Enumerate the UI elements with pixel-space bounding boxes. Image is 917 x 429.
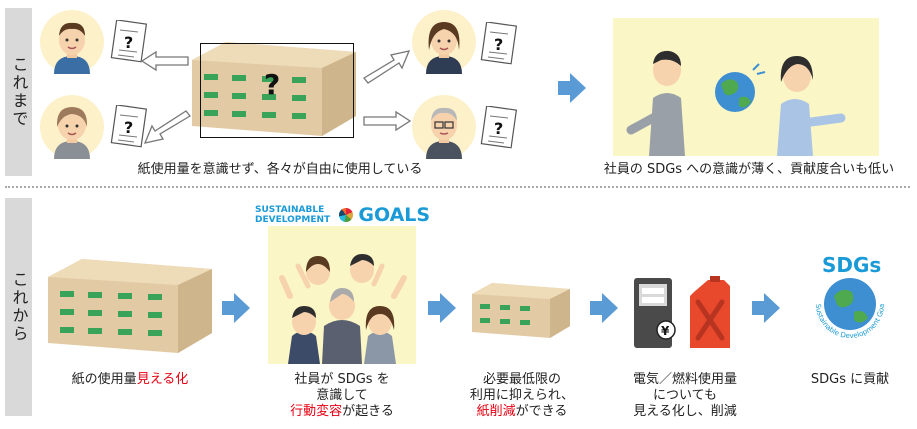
- arrow-up-right-outline-icon: [363, 50, 411, 84]
- svg-text:?: ?: [494, 35, 503, 54]
- step4-line2: についても: [653, 388, 717, 403]
- step5-line1: SDGs に貢献: [810, 372, 890, 387]
- flow-arrow-icon: [222, 293, 250, 323]
- step2-tail: が起きる: [342, 404, 394, 419]
- section-label-after: これから: [5, 198, 32, 416]
- svg-text:?: ?: [494, 119, 503, 138]
- woman-icon: [54, 107, 90, 159]
- sdgs-wheel-icon: [339, 208, 354, 222]
- section-label-before-text: これまで: [9, 56, 29, 128]
- people-ignoring-globe-illustration: [626, 50, 846, 156]
- step4-line3: 見える化し、削減: [633, 404, 737, 419]
- step1-text: 紙の使用量: [71, 372, 137, 387]
- step-caption-5: SDGs に貢献: [790, 372, 910, 388]
- step-caption-1: 紙の使用量見える化: [42, 372, 218, 388]
- employee-avatar-top-left: [40, 10, 104, 74]
- step3-highlight: 紙削減: [476, 404, 516, 419]
- step4-line1: 電気／燃料使用量: [632, 372, 737, 387]
- step3-line2: 利用に抑えられ、: [469, 388, 575, 403]
- paper-boxes-stack: [192, 42, 356, 136]
- older-man-icon: [426, 107, 462, 159]
- svg-text:?: ?: [124, 33, 133, 52]
- flow-arrow-icon: [428, 293, 456, 323]
- document-question-icon: ?: [110, 105, 148, 148]
- arrow-down-left-outline-icon: [143, 110, 191, 144]
- step-caption-2: 社員が SDGs を 意識して 行動変容が起きる: [262, 372, 422, 420]
- flow-arrow-icon: [558, 73, 586, 103]
- employees-group-illustration: [279, 254, 407, 364]
- step2-line1: 社員が SDGs を: [294, 372, 390, 387]
- question-mark: ?: [264, 68, 281, 101]
- question-frame: [200, 43, 354, 138]
- step-caption-3: 必要最低限の 利用に抑えられ、 紙削減ができる: [452, 372, 592, 420]
- employee-avatar-bottom-right: [412, 95, 476, 159]
- sdgs-goals-logo: SUSTAINABLE DEVELOPMENT GOALS: [255, 204, 430, 226]
- low-awareness-illustration: [613, 18, 879, 156]
- step1-highlight: 見える化: [136, 372, 189, 387]
- document-question-icon: ?: [480, 22, 518, 65]
- document-question-icon: ?: [480, 106, 518, 149]
- section-label-after-text: これから: [9, 271, 29, 343]
- step2-highlight: 行動変容: [290, 404, 343, 419]
- section-label-before: これまで: [5, 8, 32, 176]
- svg-text:¥: ¥: [661, 324, 670, 338]
- cheering-employees-illustration: [268, 226, 416, 364]
- sdgs-logo-line2: DEVELOPMENT: [255, 215, 331, 225]
- paper-boxes-stack: [48, 259, 212, 353]
- sdgs-logo-line1: SUSTAINABLE: [255, 205, 325, 215]
- man-icon: [54, 22, 90, 74]
- step-caption-4: 電気／燃料使用量 についても 見える化し、削減: [612, 372, 758, 420]
- arrow-right-outline-icon: [363, 110, 412, 132]
- section-divider: [5, 186, 910, 188]
- sdgs-logo-goals: GOALS: [358, 204, 431, 226]
- caption-before-right: 社員の SDGs への意識が薄く、貢献度合いも低い: [603, 162, 895, 177]
- step2-line2: 意識して: [316, 388, 368, 403]
- sdgs-globe-badge: SDGs Sustainable Development Goals: [798, 246, 886, 340]
- flow-arrow-icon: [752, 293, 780, 323]
- step3-tail: ができる: [515, 404, 568, 419]
- flow-arrow-icon: [590, 293, 618, 323]
- document-question-icon: ?: [110, 20, 148, 63]
- svg-text:?: ?: [124, 118, 133, 137]
- energy-meter-and-fuel-illustration: ¥: [634, 276, 730, 348]
- arrow-left-outline-icon: [140, 50, 189, 72]
- reduced-paper-boxes: [472, 283, 570, 338]
- svg-text:SDGs: SDGs: [822, 253, 881, 277]
- caption-before-left: 紙使用量を意識せず、各々が自由に使用している: [137, 162, 423, 177]
- employee-avatar-bottom-left: [40, 95, 104, 159]
- woman-icon: [426, 22, 462, 74]
- employee-avatar-top-right: [412, 10, 476, 74]
- step3-line1: 必要最低限の: [482, 372, 561, 387]
